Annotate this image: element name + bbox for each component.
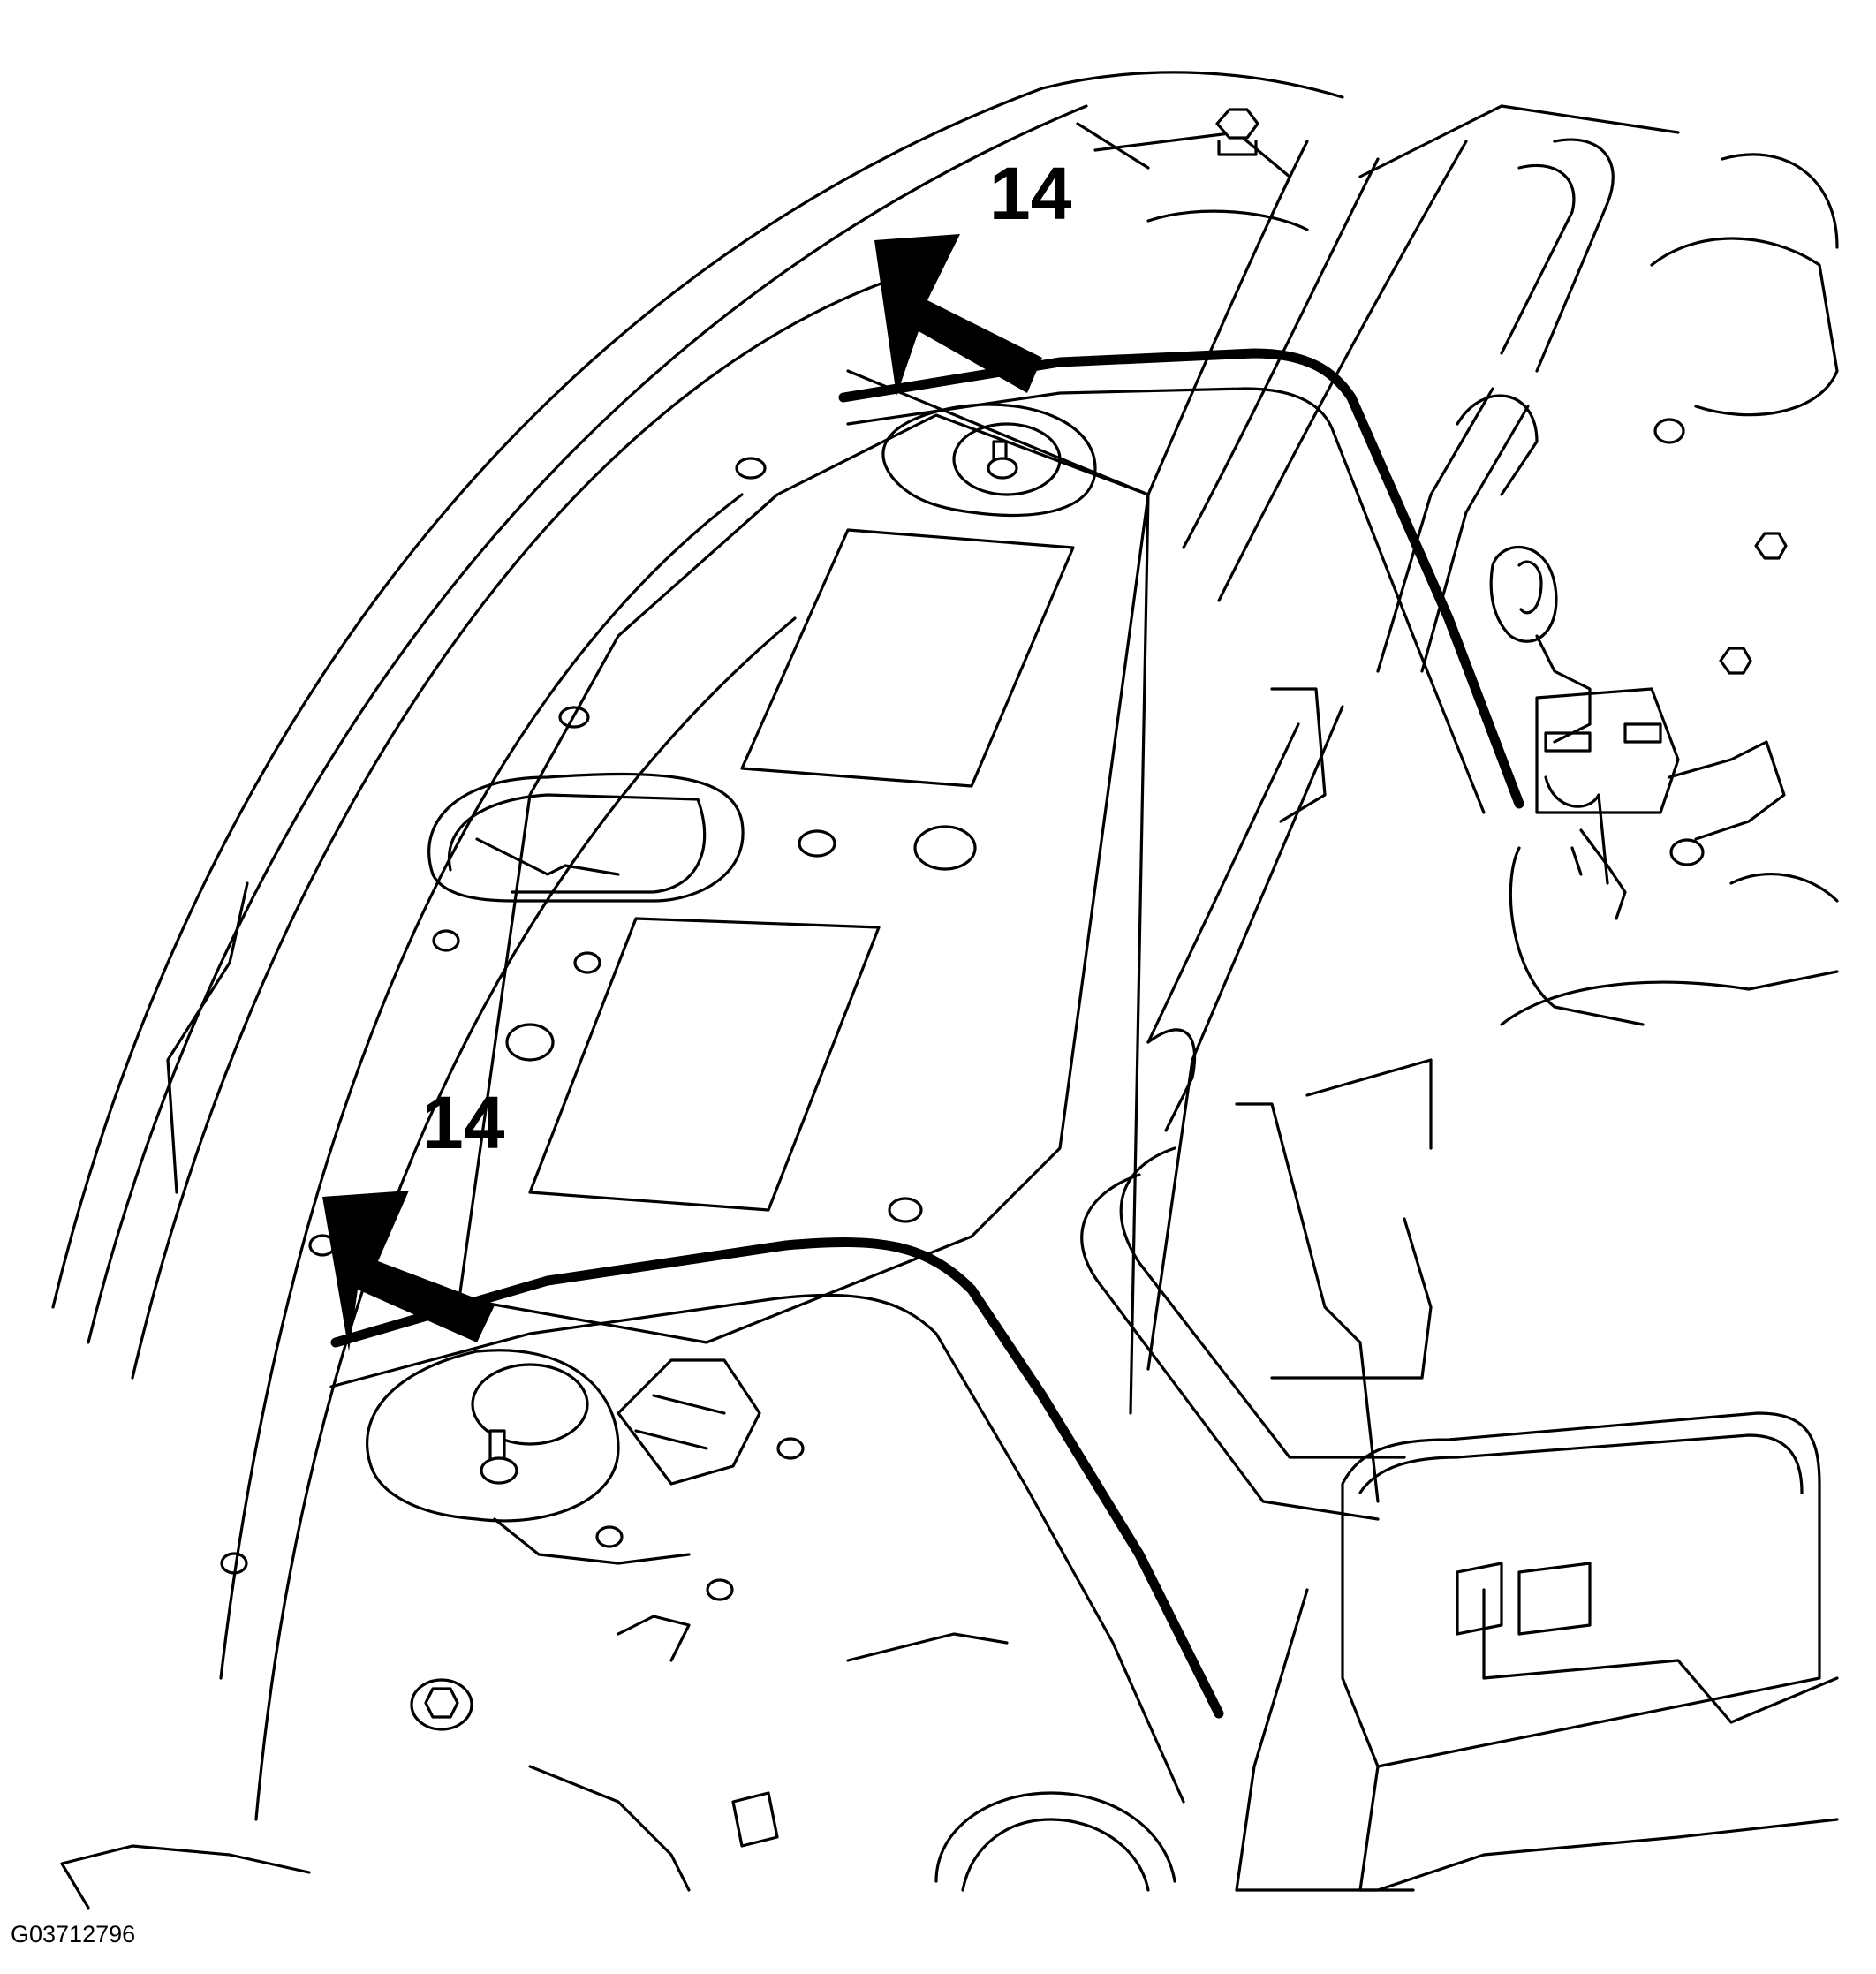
- figure-id: G03712796: [11, 1921, 135, 1948]
- hoses-and-pipes: [1080, 138, 1615, 1521]
- callout-label-lower: 14: [422, 1081, 505, 1164]
- hood-seal-strips: [329, 348, 1524, 1804]
- lower-strut-mount: [366, 1349, 691, 1565]
- relay-box: [1235, 1411, 1839, 1892]
- fasteners: [366, 108, 1788, 1731]
- upper-strut-mount: [881, 403, 1097, 518]
- callout-arrow-upper: [874, 234, 1042, 396]
- lower-detail: [528, 1358, 1176, 1892]
- callout-label-upper: 14: [989, 152, 1072, 235]
- fender-outline: [51, 71, 1344, 1910]
- radiator-support-panel: [220, 369, 1150, 1601]
- upper-crossmember: [1146, 104, 1680, 602]
- callout-arrow-lower: [322, 1191, 495, 1351]
- right-side-components: [1489, 153, 1839, 1026]
